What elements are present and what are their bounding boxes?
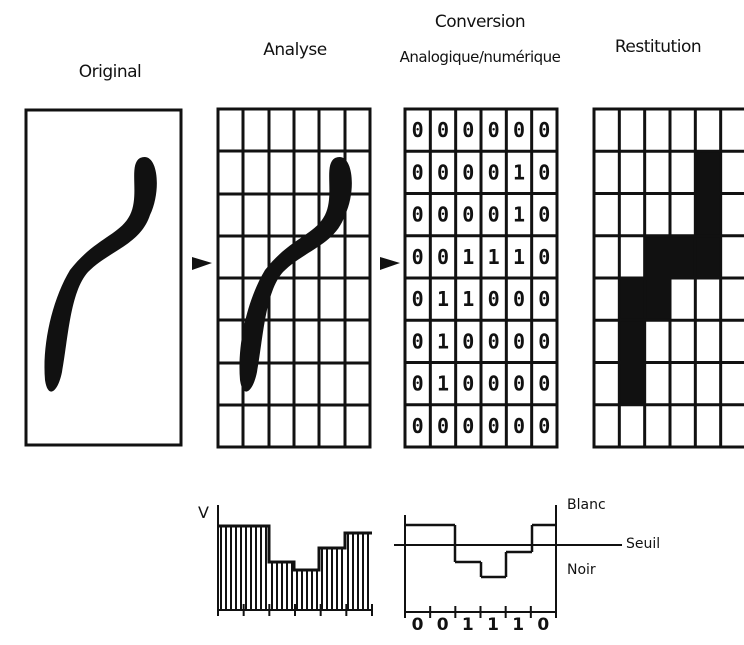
digital-cell: 0: [462, 203, 474, 227]
digital-cell: 0: [437, 414, 449, 438]
digital-cell: 0: [462, 118, 474, 142]
digital-cell: 0: [488, 414, 500, 438]
digital-cell: 1: [513, 160, 525, 184]
restitution-filled-cell: [645, 278, 670, 320]
digital-cell: 0: [412, 329, 424, 353]
bit-label: 0: [437, 615, 449, 635]
digital-cell: 1: [462, 287, 474, 311]
label-seuil: Seuil: [626, 536, 660, 552]
digital-cell: 0: [412, 372, 424, 396]
digital-cell: 0: [538, 245, 550, 269]
digital-cell: 0: [462, 160, 474, 184]
digital-cell: 1: [513, 245, 525, 269]
digital-cell: 0: [412, 287, 424, 311]
digital-cell: 1: [488, 245, 500, 269]
digital-cell: 0: [412, 160, 424, 184]
bit-label: 1: [512, 615, 524, 635]
digital-cell: 0: [462, 414, 474, 438]
digital-cell: 0: [513, 118, 525, 142]
restitution-filled-cell: [619, 278, 644, 320]
bit-label: 0: [412, 615, 424, 635]
digital-cell: 0: [488, 372, 500, 396]
analog-signal-chart: [218, 505, 372, 616]
arrow-2: [380, 257, 400, 270]
digital-cell: 0: [538, 287, 550, 311]
digital-cell: 0: [538, 329, 550, 353]
digital-cell: 0: [412, 414, 424, 438]
digital-cell: 0: [538, 203, 550, 227]
restitution-filled-cell: [619, 363, 644, 405]
digital-cell: 0: [462, 329, 474, 353]
digital-cell: 0: [488, 118, 500, 142]
restitution-filled-cell: [670, 236, 695, 278]
restitution-filled-cell: [619, 320, 644, 362]
analyse-panel: [218, 109, 370, 447]
digital-cell: 0: [513, 329, 525, 353]
digital-cell: 0: [538, 160, 550, 184]
digital-cell: 1: [437, 372, 449, 396]
bit-label: 0: [537, 615, 549, 635]
digital-cell: 0: [437, 118, 449, 142]
bit-label: 1: [462, 615, 474, 635]
bit-label: 1: [487, 615, 499, 635]
label-blanc: Blanc: [567, 497, 606, 513]
digital-cell: 0: [513, 287, 525, 311]
digital-cell: 0: [488, 203, 500, 227]
digital-cell: 0: [412, 118, 424, 142]
restitution-panel: [594, 109, 744, 447]
digital-cell: 0: [462, 372, 474, 396]
digital-cell: 1: [437, 287, 449, 311]
restitution-filled-cell: [645, 236, 670, 278]
digital-cell: 0: [488, 160, 500, 184]
digital-cell: 0: [488, 287, 500, 311]
digital-cell: 0: [538, 414, 550, 438]
original-panel: [26, 110, 181, 445]
digital-cell: 0: [437, 245, 449, 269]
digital-cell: 0: [513, 372, 525, 396]
digital-cell: 0: [538, 118, 550, 142]
digital-cell: 0: [513, 414, 525, 438]
label-noir: Noir: [567, 562, 596, 578]
digital-cell: 0: [437, 160, 449, 184]
digital-cell: 0: [538, 372, 550, 396]
digital-cell: 0: [488, 329, 500, 353]
digital-cell: 0: [412, 203, 424, 227]
restitution-filled-cell: [695, 236, 720, 278]
restitution-filled-cell: [695, 194, 720, 236]
arrow-1: [192, 257, 212, 270]
digital-cell: 0: [412, 245, 424, 269]
digital-cell: 1: [462, 245, 474, 269]
digital-cell: 1: [437, 329, 449, 353]
digital-cell: 0: [437, 203, 449, 227]
digital-cell: 1: [513, 203, 525, 227]
restitution-filled-cell: [695, 151, 720, 193]
axis-label-v: V: [198, 503, 209, 522]
